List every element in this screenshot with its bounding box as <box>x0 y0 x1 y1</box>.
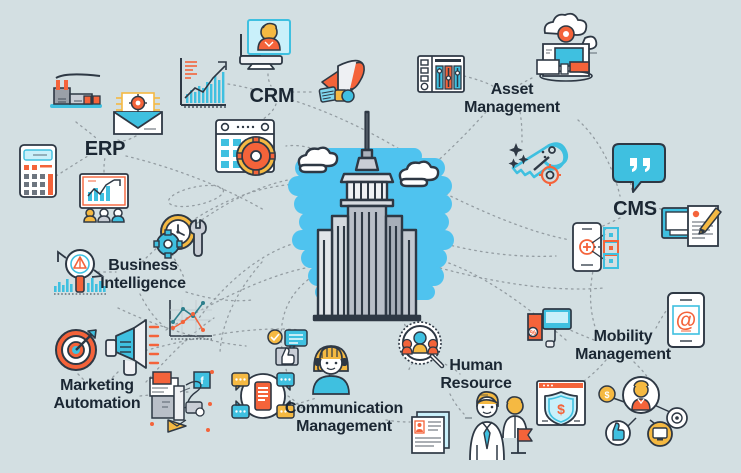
device-price-tag-icon: % <box>527 308 572 348</box>
svg-text:@: @ <box>676 309 696 332</box>
label-cms: CMS <box>613 198 657 220</box>
label-erp: ERP <box>84 138 126 160</box>
social-network-icon: $ <box>598 376 688 447</box>
clock-wrench-icon <box>153 214 207 259</box>
target-arrow-icon <box>55 329 97 371</box>
like-feedback-icon <box>267 329 308 366</box>
line-chart-icon <box>169 300 212 340</box>
svg-text:%: % <box>530 330 537 337</box>
employees-icon <box>465 391 533 461</box>
factory-icon <box>50 73 102 108</box>
phone-email-icon: @ <box>667 292 705 348</box>
equalizer-panel-icon <box>417 55 465 93</box>
cloud-right <box>398 160 440 188</box>
chart-with-team-icon <box>79 173 129 223</box>
calendar-gear-icon <box>215 119 276 176</box>
support-agent-icon <box>312 345 350 395</box>
label-comm: Communication Management <box>284 400 404 435</box>
people-search-icon <box>398 321 445 369</box>
label-hr: Human Resource <box>440 357 512 392</box>
secure-payment-shield-icon: $ <box>536 380 586 426</box>
svg-text:$: $ <box>557 401 565 417</box>
analytics-magnifier-icon <box>54 249 106 295</box>
resume-documents-icon <box>411 411 450 454</box>
chat-bubbles <box>231 372 295 419</box>
label-mobility: Mobility Management <box>575 328 671 363</box>
svg-text:f: f <box>200 376 204 387</box>
calculator-icon <box>19 144 57 198</box>
marketing-workflow-icon: f <box>149 370 214 433</box>
label-marketing: Marketing Automation <box>53 377 141 412</box>
cloud-left <box>297 146 339 174</box>
employee-back <box>502 396 528 439</box>
label-asset: Asset Management <box>464 81 560 116</box>
cloud-devices-icon <box>536 12 598 82</box>
key-with-gear-icon <box>508 142 569 186</box>
tower-body <box>312 110 422 322</box>
svg-text:$: $ <box>604 390 609 400</box>
phone-qr-share-icon <box>572 222 619 272</box>
label-crm: CRM <box>249 85 295 107</box>
monitor-with-user-icon <box>239 19 291 70</box>
employee-front <box>469 391 505 461</box>
megaphone-broadcast-icon <box>105 319 160 376</box>
envelope-gear-icon <box>113 92 163 135</box>
document-editor-icon <box>661 205 722 247</box>
growth-bar-chart-icon <box>180 58 227 108</box>
quote-bubble-icon <box>612 143 666 193</box>
megaphone-icon <box>318 59 365 103</box>
mobile-chat-hub-icon <box>231 372 295 419</box>
label-bi: Business Intelligence <box>100 257 186 292</box>
flag-icon <box>511 428 533 454</box>
